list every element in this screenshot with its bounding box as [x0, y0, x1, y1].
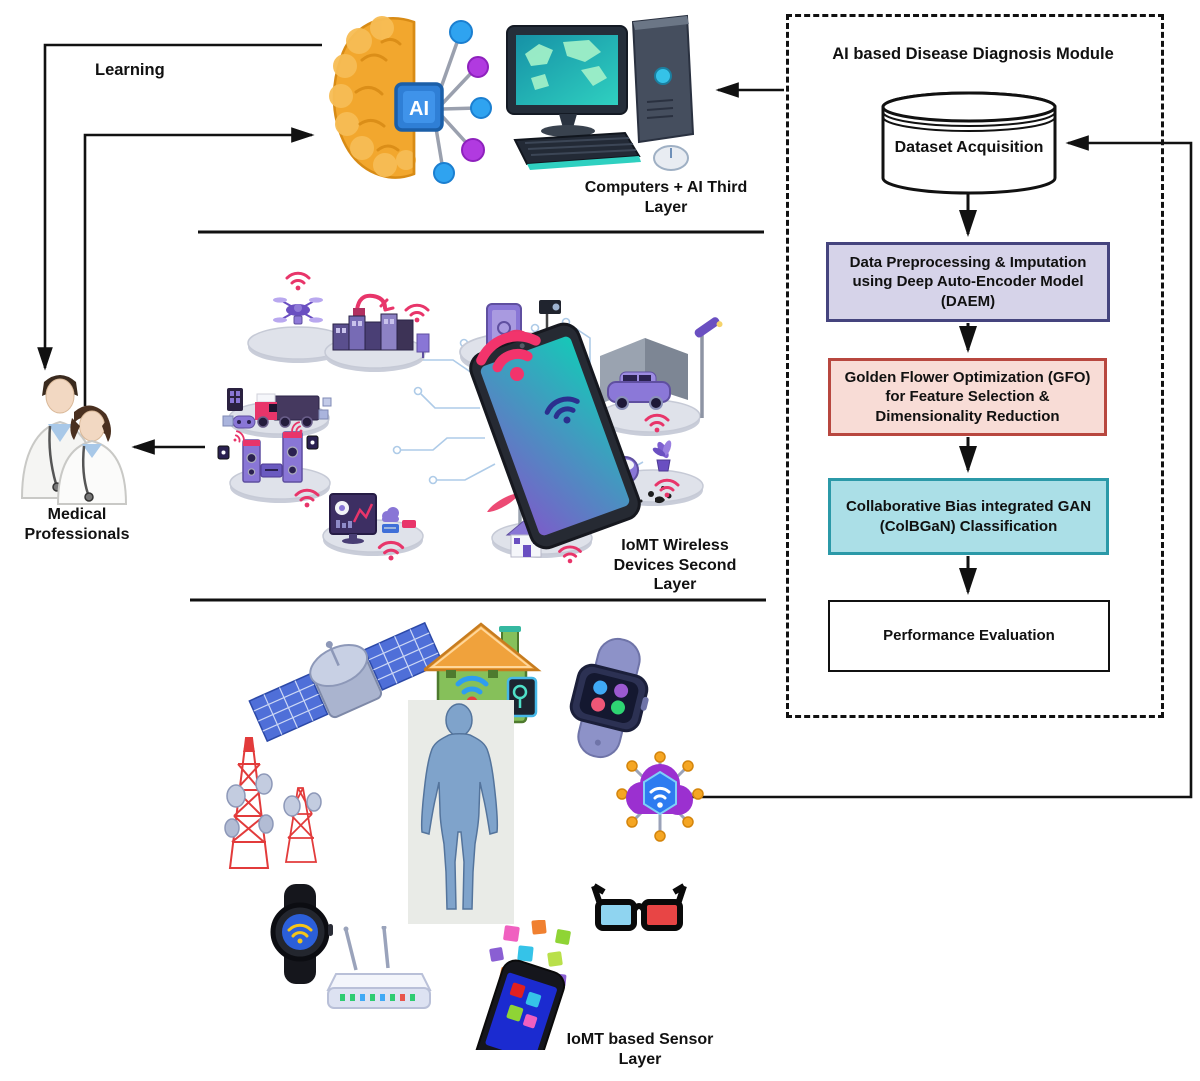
brain-ai-icon: AI: [329, 16, 492, 184]
dataset-acquisition-label: Dataset Acquisition: [894, 139, 1044, 156]
module-title: AI based Disease Diagnosis Module: [832, 45, 1114, 63]
step-performance: Performance Evaluation: [828, 600, 1110, 672]
medical-professionals-label: Medical Professionals: [24, 506, 130, 543]
anaglyph-3d-glasses-icon: [591, 883, 687, 931]
third-layer-label: Computers + AI Third Layer: [584, 179, 748, 216]
step-colbgan: Collaborative Bias integrated GAN (ColBG…: [828, 478, 1109, 555]
wifi-icon: [476, 331, 541, 381]
database-cylinder-icon: [881, 91, 1057, 195]
wifi-icon: [544, 396, 580, 424]
smart-factory-icon: [332, 293, 430, 358]
smart-car-garage-icon: [600, 317, 723, 418]
smartwatch-wifi-icon: [270, 884, 333, 984]
desktop-computer-icon: [506, 14, 695, 171]
iot-cloud-icon: [616, 751, 704, 842]
analytics-dashboard-icon: [329, 493, 416, 544]
learning-label: Learning: [95, 61, 165, 79]
iomt-wireless-devices-illustration: [217, 271, 723, 565]
smartwatch-apps-icon: [569, 637, 649, 759]
cell-towers-icon: [224, 737, 322, 869]
satellite-icon: [248, 621, 444, 743]
smart-speakers-icon: [242, 431, 303, 483]
drone-icon: [273, 297, 323, 325]
medical-professionals-icon: [20, 375, 128, 505]
sensor-layer-label: IoMT based Sensor Layer: [566, 1031, 714, 1068]
smartphone-apps-icon: [474, 920, 571, 1050]
human-body-icon: [408, 700, 514, 924]
wifi-router-icon: [326, 926, 432, 1009]
svg-text:AI: AI: [409, 98, 429, 120]
step-gfo: Golden Flower Optimization (GFO) for Fea…: [828, 358, 1107, 436]
step-preprocessing: Data Preprocessing & Imputation using De…: [826, 242, 1110, 322]
second-layer-label: IoMT Wireless Devices Second Layer: [613, 537, 737, 594]
smart-truck-icon: [222, 388, 332, 429]
ai-module-frame: [786, 14, 1164, 718]
